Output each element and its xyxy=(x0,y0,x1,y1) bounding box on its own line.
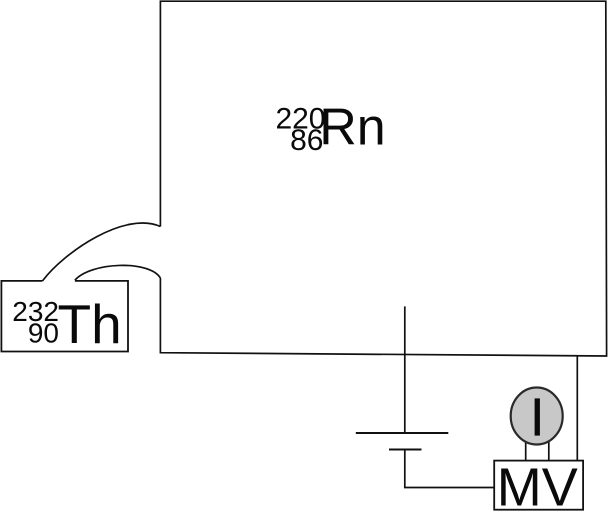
svg-text:MV: MV xyxy=(497,457,578,512)
svg-text:90: 90 xyxy=(28,318,59,349)
svg-text:232: 232 xyxy=(12,296,59,327)
svg-text:220: 220 xyxy=(275,103,325,136)
svg-text:Th: Th xyxy=(58,293,122,355)
svg-text:Rn: Rn xyxy=(319,98,385,156)
svg-text:86: 86 xyxy=(290,124,323,157)
